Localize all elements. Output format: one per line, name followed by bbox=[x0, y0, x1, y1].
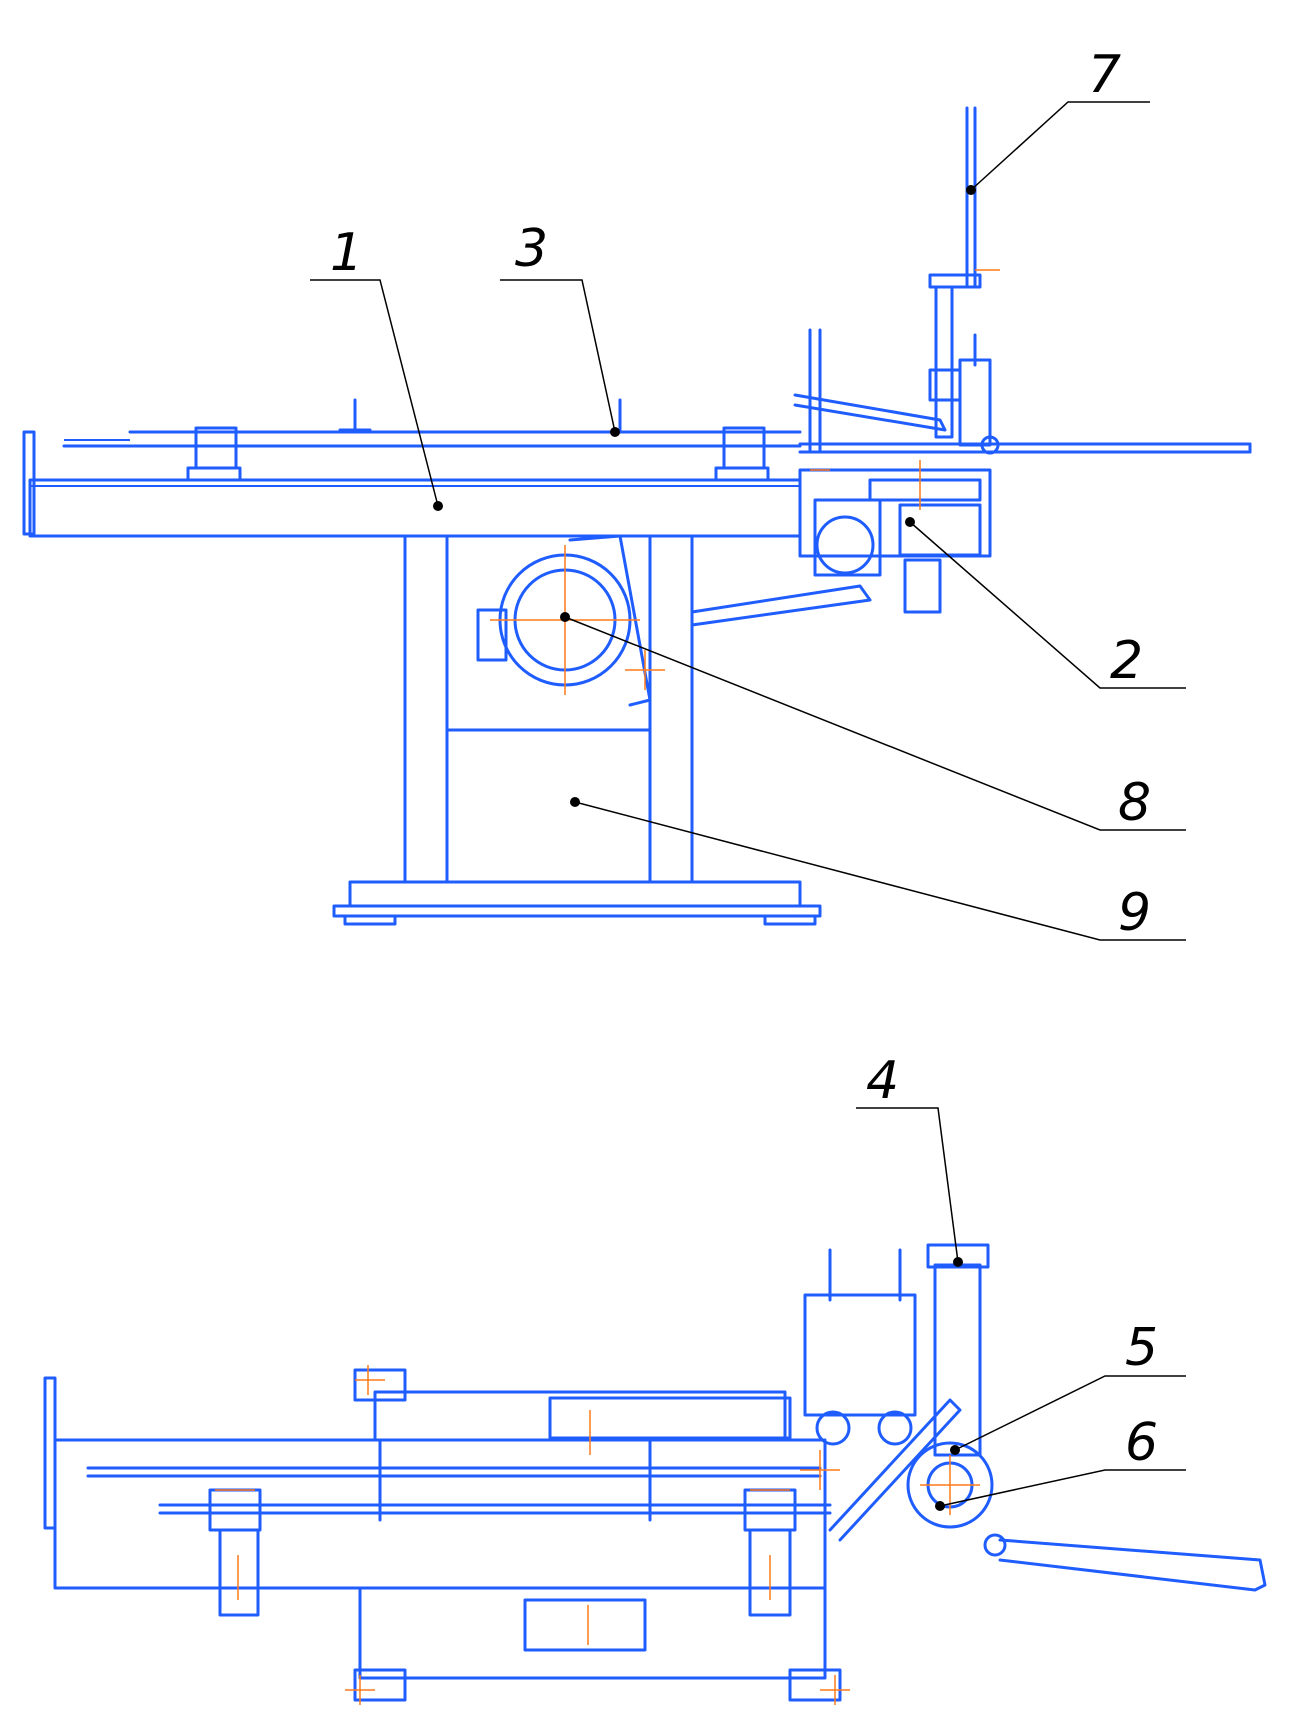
callout-4: 4 bbox=[866, 1051, 899, 1111]
plan-disc bbox=[800, 1398, 994, 1542]
callout-5: 5 bbox=[1125, 1318, 1158, 1378]
side-elevation-view bbox=[22, 101, 1252, 941]
callout-9: 9 bbox=[1118, 883, 1151, 943]
vertical-arm bbox=[793, 106, 1000, 455]
callout-7: 7 bbox=[1088, 45, 1121, 105]
callout-2: 2 bbox=[1110, 631, 1143, 691]
callout-labels: 1 2 3 4 5 6 7 8 9 bbox=[330, 45, 1158, 1473]
plan-body bbox=[43, 1365, 850, 1705]
plan-view bbox=[43, 1107, 1267, 1705]
feed-mechanism bbox=[798, 460, 992, 614]
stand-frame bbox=[332, 534, 822, 926]
callout-8: 8 bbox=[1118, 773, 1151, 833]
plan-handle bbox=[983, 1533, 1267, 1592]
callout-3: 3 bbox=[515, 219, 548, 279]
leaders-top bbox=[310, 101, 1186, 941]
plan-column bbox=[803, 1243, 990, 1457]
guide-rail bbox=[62, 398, 1252, 482]
leaders-plan bbox=[856, 1107, 1186, 1511]
table-beam bbox=[22, 430, 802, 538]
plan-rail bbox=[158, 1438, 832, 1617]
callout-6: 6 bbox=[1125, 1413, 1158, 1473]
callout-1: 1 bbox=[330, 223, 363, 283]
motor-pulley bbox=[476, 534, 872, 707]
